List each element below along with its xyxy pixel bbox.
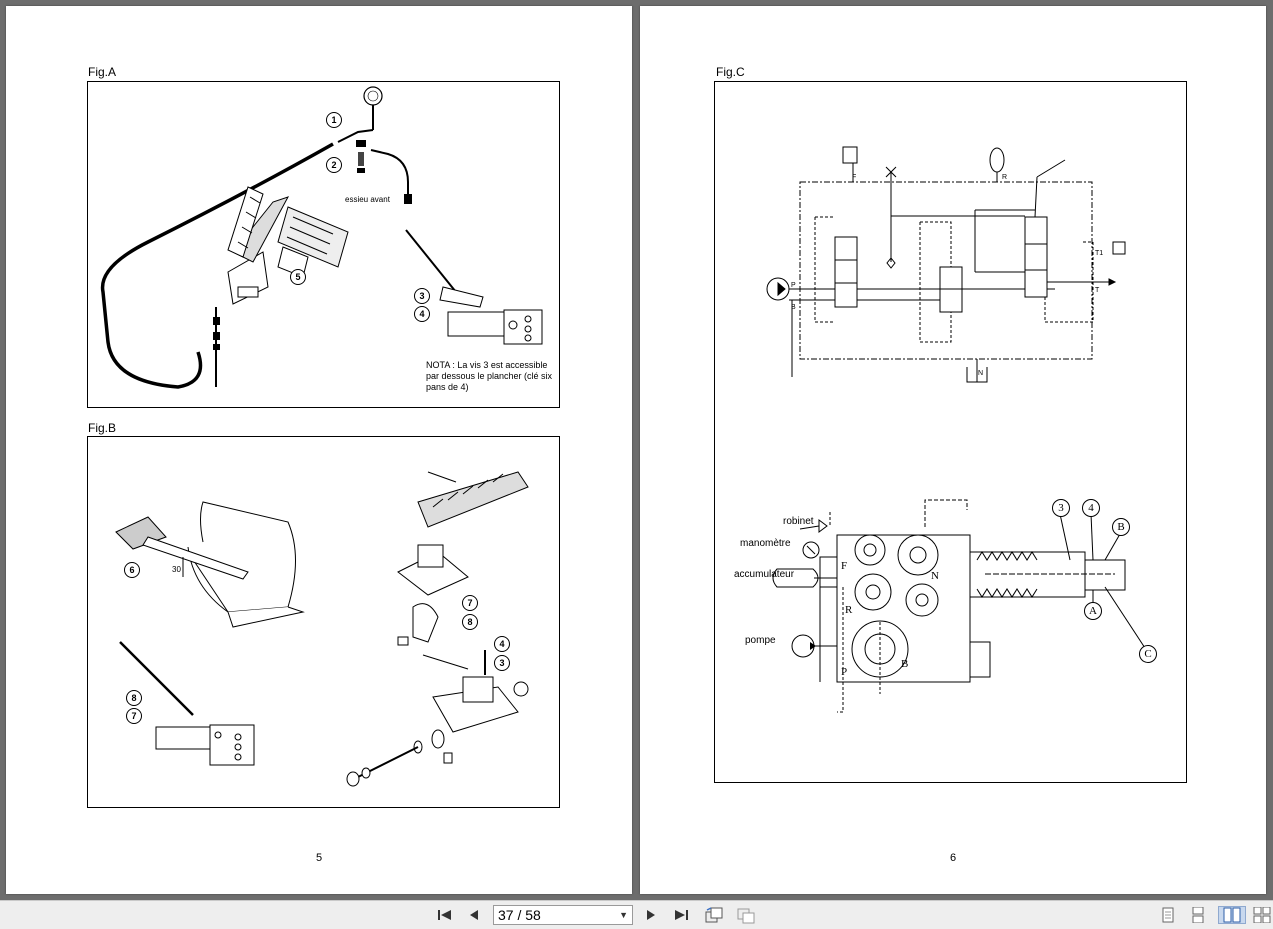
label-robinet: robinet	[783, 516, 814, 527]
label-manometre: manomètre	[740, 538, 791, 549]
fig-a-label: Fig.A	[88, 65, 117, 79]
label-pompe: pompe	[745, 635, 776, 646]
fig-b-callout-4: 4	[494, 636, 510, 652]
svg-text:T1: T1	[1095, 250, 1103, 257]
section-letter-f: F	[841, 560, 848, 572]
svg-text:B: B	[791, 304, 796, 311]
page-indicator: 37 / 58	[498, 907, 541, 923]
fig-a-axle-label: essieu avant	[345, 195, 390, 204]
document-viewer: Fig.A	[6, 6, 1266, 894]
fig-b-frame: 6 30 8 7 7 8 4 3	[87, 436, 560, 808]
page-right: Fig.C	[640, 6, 1266, 894]
svg-text:F: F	[852, 174, 856, 181]
first-page-icon[interactable]	[435, 906, 455, 924]
previous-page-icon[interactable]	[464, 906, 484, 924]
svg-text:R: R	[1002, 174, 1007, 181]
next-page-icon[interactable]	[641, 906, 661, 924]
last-page-icon[interactable]	[671, 906, 691, 924]
fig-c-drawing: F R P B T1 T N	[766, 146, 1146, 713]
fig-a-callout-4: 4	[414, 306, 430, 322]
fig-a-note: NOTA : La vis 3 est accessible par desso…	[426, 360, 553, 392]
fig-b-callout-8-left: 8	[126, 690, 142, 706]
fig-b-drawing	[115, 471, 529, 787]
fig-c-label: Fig.C	[716, 65, 745, 79]
svg-text:P: P	[791, 282, 796, 289]
single-page-icon[interactable]	[1158, 906, 1178, 924]
svg-text:N: N	[978, 370, 983, 377]
fig-c-callout-c: C	[1139, 645, 1157, 663]
section-letter-n: N	[931, 570, 939, 582]
svg-text:T: T	[1095, 287, 1100, 294]
fig-a-callout-2: 2	[326, 157, 342, 173]
fig-c-callout-b: B	[1112, 518, 1130, 536]
fig-b-callout-6: 6	[124, 562, 140, 578]
fig-a-callout-3: 3	[414, 288, 430, 304]
copy-icon[interactable]	[736, 906, 756, 924]
fig-a-frame: 1 2 5 3 4 essieu avant NOTA : La vis 3 e…	[87, 81, 560, 408]
rotate-icon[interactable]	[704, 906, 724, 924]
fig-b-dimension: 30	[172, 565, 181, 574]
valve-section	[819, 499, 1126, 713]
hydraulic-schematic	[766, 146, 1126, 383]
fig-b-callout-7: 7	[462, 595, 478, 611]
floor-pedal	[115, 501, 305, 628]
fig-b-exploded-view	[346, 471, 529, 787]
fig-c-callout-a: A	[1084, 602, 1102, 620]
section-letter-p: P	[841, 666, 848, 678]
fig-b-label: Fig.B	[88, 421, 117, 435]
page-number-right: 6	[949, 852, 957, 864]
page-left: Fig.A	[6, 6, 632, 894]
pedal-assembly	[227, 186, 349, 305]
facing-icon[interactable]	[1218, 906, 1246, 924]
section-letter-r: R	[845, 604, 853, 616]
label-accumulateur: accumulateur	[734, 569, 795, 580]
fig-a-drawing	[100, 86, 543, 389]
page-number-left: 5	[315, 852, 323, 864]
fig-b-callout-7-left: 7	[126, 708, 142, 724]
fig-c-callout-3: 3	[1052, 499, 1070, 517]
pedal-side-view	[405, 229, 543, 345]
chevron-down-icon: ▼	[619, 910, 628, 920]
page-number-select[interactable]: 37 / 58 ▼	[493, 905, 633, 925]
fig-a-callout-1: 1	[326, 112, 342, 128]
fig-a-callout-5: 5	[290, 269, 306, 285]
section-letter-b: B	[901, 658, 909, 670]
fig-c-callout-4: 4	[1082, 499, 1100, 517]
fig-b-side-pedal	[119, 641, 255, 766]
viewer-toolbar: 37 / 58 ▼	[0, 900, 1273, 929]
continuous-icon[interactable]	[1188, 906, 1208, 924]
continuous-facing-icon[interactable]	[1252, 906, 1272, 924]
fig-b-callout-3: 3	[494, 655, 510, 671]
fig-c-frame: F R P B T1 T N	[714, 81, 1187, 783]
fig-b-callout-8: 8	[462, 614, 478, 630]
